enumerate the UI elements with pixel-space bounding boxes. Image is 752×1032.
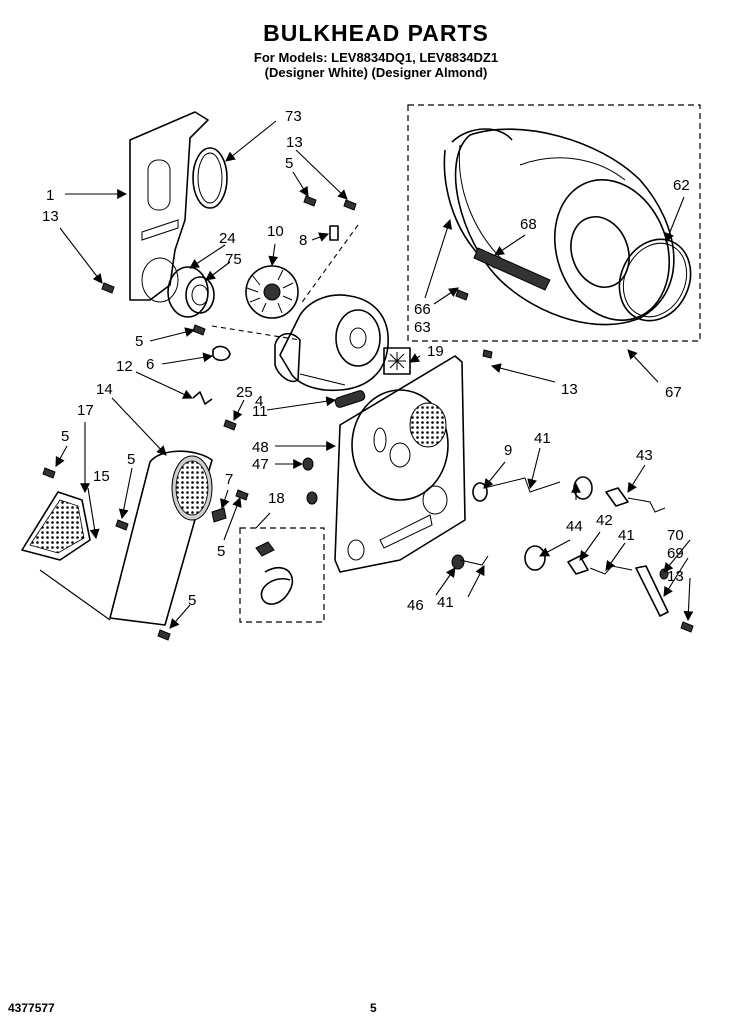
models-line: For Models: LEV8834DQ1, LEV8834DZ1 [253,50,499,65]
callout-47: 47 [252,456,269,473]
callout-15: 15 [93,468,110,485]
callout-6: 6 [146,356,154,373]
callout-5-cover: 5 [127,451,135,468]
callout-66: 66 [414,301,431,318]
callout-48: 48 [252,439,269,456]
callout-8: 8 [299,232,307,249]
callout-69: 69 [667,545,684,562]
callout-63: 63 [414,319,431,336]
lint-screen-part [21,491,91,561]
callout-62: 62 [673,177,690,194]
callout-41-lower: 41 [437,594,454,611]
thermal-fuse-kit-part [255,541,294,605]
callout-24: 24 [219,230,236,247]
lint-seal-part [192,147,228,209]
callout-73: 73 [285,108,302,125]
variants-line: (Designer White) (Designer Almond) [264,65,488,80]
rear-bulkhead-part [334,355,466,573]
callout-5-left: 5 [61,428,69,445]
callout-5-mid: 5 [135,333,143,350]
spring-part [192,391,213,405]
callout-19: 19 [427,343,444,360]
lint-duct-cover-part [109,450,213,626]
callout-13-bottom: 13 [667,568,684,585]
callout-14: 14 [96,381,113,398]
idler-parts [302,457,669,617]
callout-5-upper: 5 [285,155,293,172]
callout-42: 42 [596,512,613,529]
callout-41-right: 41 [618,527,635,544]
callout-44: 44 [566,518,583,535]
doc-number: 4377577 [8,1001,55,1015]
front-bulkhead-part [129,111,209,303]
leader-lines [39,120,694,629]
callout-12: 12 [116,358,133,375]
callout-41-upper: 41 [534,430,551,447]
blower-duct-part [274,294,389,392]
callout-46: 46 [407,597,424,614]
callout-11: 11 [252,403,268,420]
blower-housing-part [167,266,215,318]
screw-part [42,195,694,641]
bracket-part [211,507,227,523]
callout-17: 17 [77,402,94,419]
drum-baffle-part [473,247,551,291]
callout-25: 25 [236,384,253,401]
callout-13-left: 13 [42,208,59,225]
page-number: 5 [370,1001,377,1015]
callout-10: 10 [267,223,284,240]
callout-labels: 73 13 5 1 13 24 10 8 75 68 62 66 63 5 6 … [42,108,690,614]
rubber-tube-part [334,390,366,408]
callout-1: 1 [46,187,54,204]
callout-4: 4 [255,393,263,410]
callout-5-bottom: 5 [188,592,196,609]
clip-part [329,225,339,241]
drum-group-box [407,104,701,342]
callout-43: 43 [636,447,653,464]
wire-kit-box [239,527,325,623]
callout-9: 9 [504,442,512,459]
blower-wheel-part [245,265,299,319]
callout-68: 68 [520,216,537,233]
callout-7: 7 [225,471,233,488]
callout-13-upper: 13 [286,134,303,151]
callout-67: 67 [665,384,682,401]
callout-5-bracket: 5 [217,543,225,560]
callout-13-right: 13 [561,381,578,398]
callout-70: 70 [667,527,684,544]
callout-18: 18 [268,490,285,507]
drum-part [443,128,675,326]
page-title: BULKHEAD PARTS [263,20,489,46]
roller-part [212,345,231,362]
callout-75: 75 [225,251,242,268]
